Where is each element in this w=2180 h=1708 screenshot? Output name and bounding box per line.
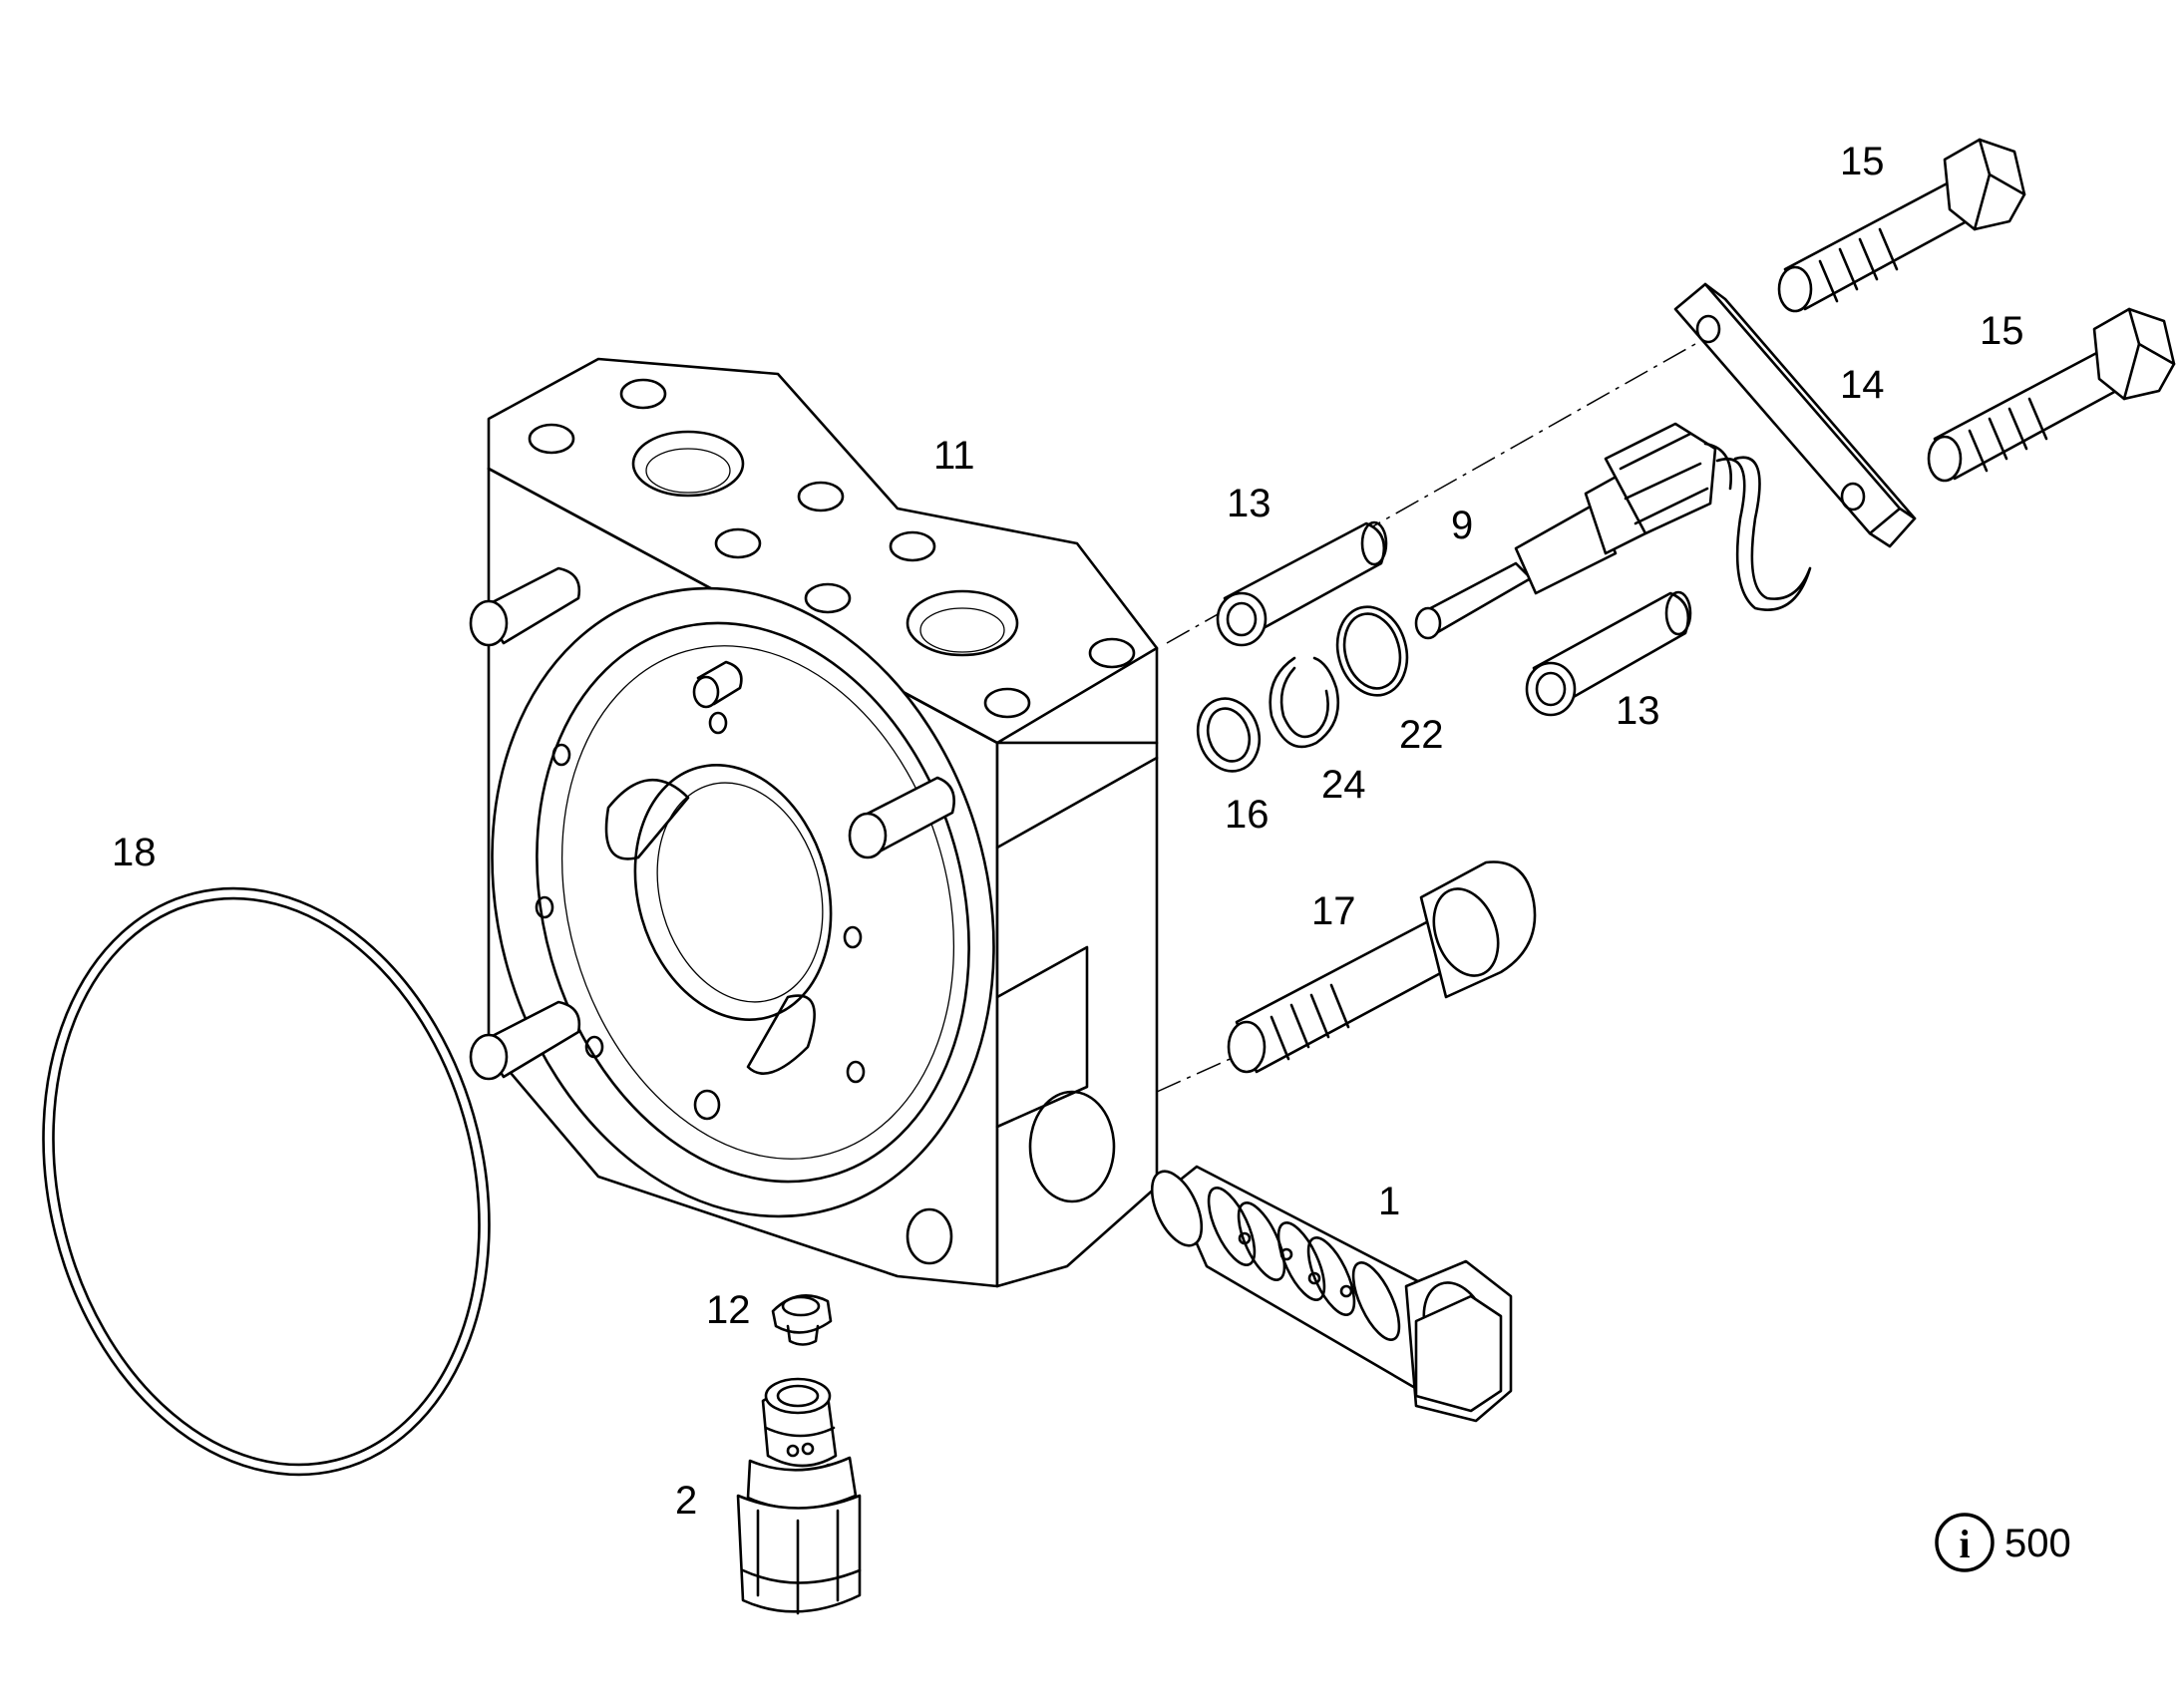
label-part-13-upper: 13 <box>1227 482 1272 525</box>
part-24-circlip <box>1269 656 1340 749</box>
part-16-washer <box>1196 697 1262 773</box>
label-part-2: 2 <box>675 1479 697 1523</box>
label-part-16: 16 <box>1225 793 1270 837</box>
info-marker: i 500 <box>1935 1513 2071 1572</box>
part-1-cartridge-valve <box>1150 1165 1513 1423</box>
part-18-o-ring <box>42 886 491 1477</box>
label-part-18: 18 <box>112 831 157 874</box>
info-icon: i <box>1935 1513 1995 1572</box>
part-labels: 1 2 9 11 12 13 13 14 15 15 16 17 18 22 2… <box>112 140 2024 1523</box>
label-part-14: 14 <box>1840 363 1885 407</box>
part-11-housing <box>469 357 1159 1288</box>
part-9-sensor <box>1414 422 1812 640</box>
label-part-9: 9 <box>1451 504 1473 547</box>
part-13-sleeve-lower <box>1525 590 1692 717</box>
label-part-24: 24 <box>1321 763 1366 807</box>
label-part-13-lower: 13 <box>1616 689 1660 733</box>
part-12-plug <box>771 1294 833 1346</box>
label-part-15-lower: 15 <box>1980 309 2024 353</box>
label-part-12: 12 <box>706 1288 751 1332</box>
label-part-15-upper: 15 <box>1840 140 1885 183</box>
part-15-bolt-upper <box>1777 138 2026 313</box>
label-part-22: 22 <box>1399 713 1444 757</box>
label-part-17: 17 <box>1311 889 1356 933</box>
dowel-pins <box>469 566 955 1081</box>
info-text: 500 <box>2004 1522 2071 1565</box>
part-2-valve <box>736 1377 862 1615</box>
part-15-bolt-lower <box>1927 307 2176 483</box>
info-icon-glyph: i <box>1959 1522 1970 1566</box>
part-14-bracket <box>1673 282 1917 548</box>
label-part-11: 11 <box>933 434 975 478</box>
part-17-cap-screw <box>1227 860 1537 1074</box>
part-22-o-ring-small <box>1335 605 1409 697</box>
part-13-sleeve-upper <box>1216 520 1388 647</box>
label-part-1: 1 <box>1378 1180 1400 1223</box>
